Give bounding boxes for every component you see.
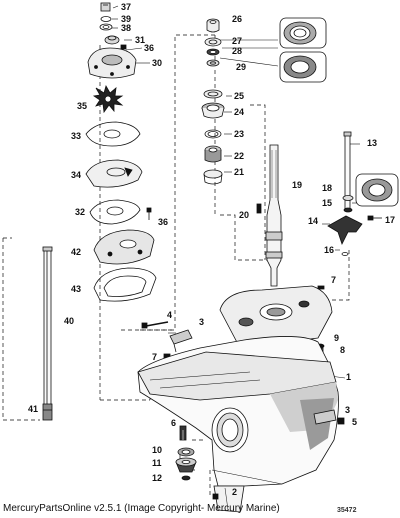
label-24: 24 (234, 107, 244, 117)
label-18: 18 (322, 183, 332, 193)
part-20-key (256, 203, 262, 214)
label-7b: 7 (152, 352, 157, 362)
part-29-washer (206, 59, 220, 67)
part-14-shift-block (327, 215, 363, 246)
part-3-anode-lower (313, 409, 337, 425)
part-17-screw (367, 215, 382, 221)
label-5: 5 (352, 417, 357, 427)
part-18-bushing (342, 195, 354, 201)
part-15-ring (343, 207, 353, 213)
label-3b: 3 (345, 405, 350, 415)
label-40: 40 (64, 316, 74, 326)
part-2-drain-screw (212, 493, 219, 500)
label-34: 34 (71, 170, 81, 180)
label-20: 20 (239, 210, 249, 220)
label-27: 27 (232, 36, 242, 46)
label-1: 1 (346, 372, 351, 382)
label-31: 31 (135, 35, 145, 45)
part-33-gasket (85, 121, 141, 147)
part-41-coupler (42, 403, 53, 421)
part-35-impeller (92, 84, 124, 114)
part-36-screw-lower (146, 207, 152, 220)
part-7-pin-top (317, 285, 325, 290)
label-8: 8 (340, 345, 345, 355)
part-19-driveshaft (265, 144, 283, 287)
label-33: 33 (71, 131, 81, 141)
part-11-pinion-gear (175, 457, 197, 473)
label-3a: 3 (199, 317, 204, 327)
label-13: 13 (367, 138, 377, 148)
dashed-leader-lines (2, 34, 350, 495)
part-4-stud (141, 321, 169, 329)
part-21-cup (203, 169, 223, 185)
part-12-nut (181, 475, 191, 481)
label-38: 38 (121, 23, 131, 33)
label-19: 19 (292, 180, 302, 190)
label-21: 21 (234, 167, 244, 177)
label-2: 2 (232, 487, 237, 497)
label-36b: 36 (158, 217, 168, 227)
label-26: 26 (232, 14, 242, 24)
label-43: 43 (71, 284, 81, 294)
shift-seal-detail (355, 173, 399, 207)
part-24-bearing-cup (201, 102, 225, 119)
label-17: 17 (385, 215, 395, 225)
part-23-ring (204, 129, 222, 139)
part-16-ring (341, 252, 349, 256)
label-25: 25 (234, 91, 244, 101)
label-10: 10 (152, 445, 162, 455)
label-37: 37 (121, 2, 131, 12)
part-6-pinion-nut-shaft (179, 425, 187, 441)
part-5-screw (337, 417, 345, 425)
part-10-bearing (177, 447, 195, 457)
part-32-gasket (89, 199, 141, 225)
part-42-plate (93, 229, 155, 265)
label-29: 29 (236, 62, 246, 72)
label-leader-lines (112, 5, 360, 423)
part-43-gasket (93, 267, 157, 302)
part-3-anode-upper (169, 329, 193, 353)
part-37-screw (100, 2, 111, 12)
part-26-seal (206, 18, 220, 33)
label-30: 30 (152, 58, 162, 68)
part-39-washer (100, 16, 112, 22)
label-41: 41 (28, 404, 38, 414)
document-number: 35472 (337, 507, 357, 514)
label-42: 42 (71, 247, 81, 257)
part-22-bearing (204, 145, 222, 163)
label-6: 6 (171, 418, 176, 428)
label-32: 32 (75, 207, 85, 217)
label-9: 9 (334, 333, 339, 343)
label-16: 16 (324, 245, 334, 255)
label-36: 36 (144, 43, 154, 53)
label-14: 14 (308, 216, 318, 226)
label-22: 22 (234, 151, 244, 161)
part-40-rod (42, 246, 53, 411)
label-7a: 7 (331, 275, 336, 285)
part-1-gearcase-housing (137, 285, 339, 513)
bearing-detail-29 (279, 51, 327, 83)
label-28: 28 (232, 46, 242, 56)
label-4: 4 (167, 310, 172, 320)
part-27-ring (204, 37, 222, 47)
part-30-pump-housing (87, 47, 137, 79)
label-23: 23 (234, 129, 244, 139)
bearing-detail-28 (279, 17, 327, 49)
label-12: 12 (152, 473, 162, 483)
label-39: 39 (121, 14, 131, 24)
part-38-seal (99, 23, 113, 31)
label-11: 11 (152, 458, 162, 468)
copyright-caption: MercuryPartsOnline v2.5.1 (Image Copyrig… (3, 503, 280, 514)
part-34-face-plate (85, 159, 143, 188)
part-31-grommet (104, 35, 120, 45)
part-28-bearing (206, 48, 220, 56)
label-15: 15 (322, 198, 332, 208)
part-25-ring (203, 89, 223, 99)
part-number-labels: 37 39 38 31 36 30 35 33 34 32 36 42 43 4… (28, 2, 395, 497)
label-35: 35 (77, 101, 87, 111)
